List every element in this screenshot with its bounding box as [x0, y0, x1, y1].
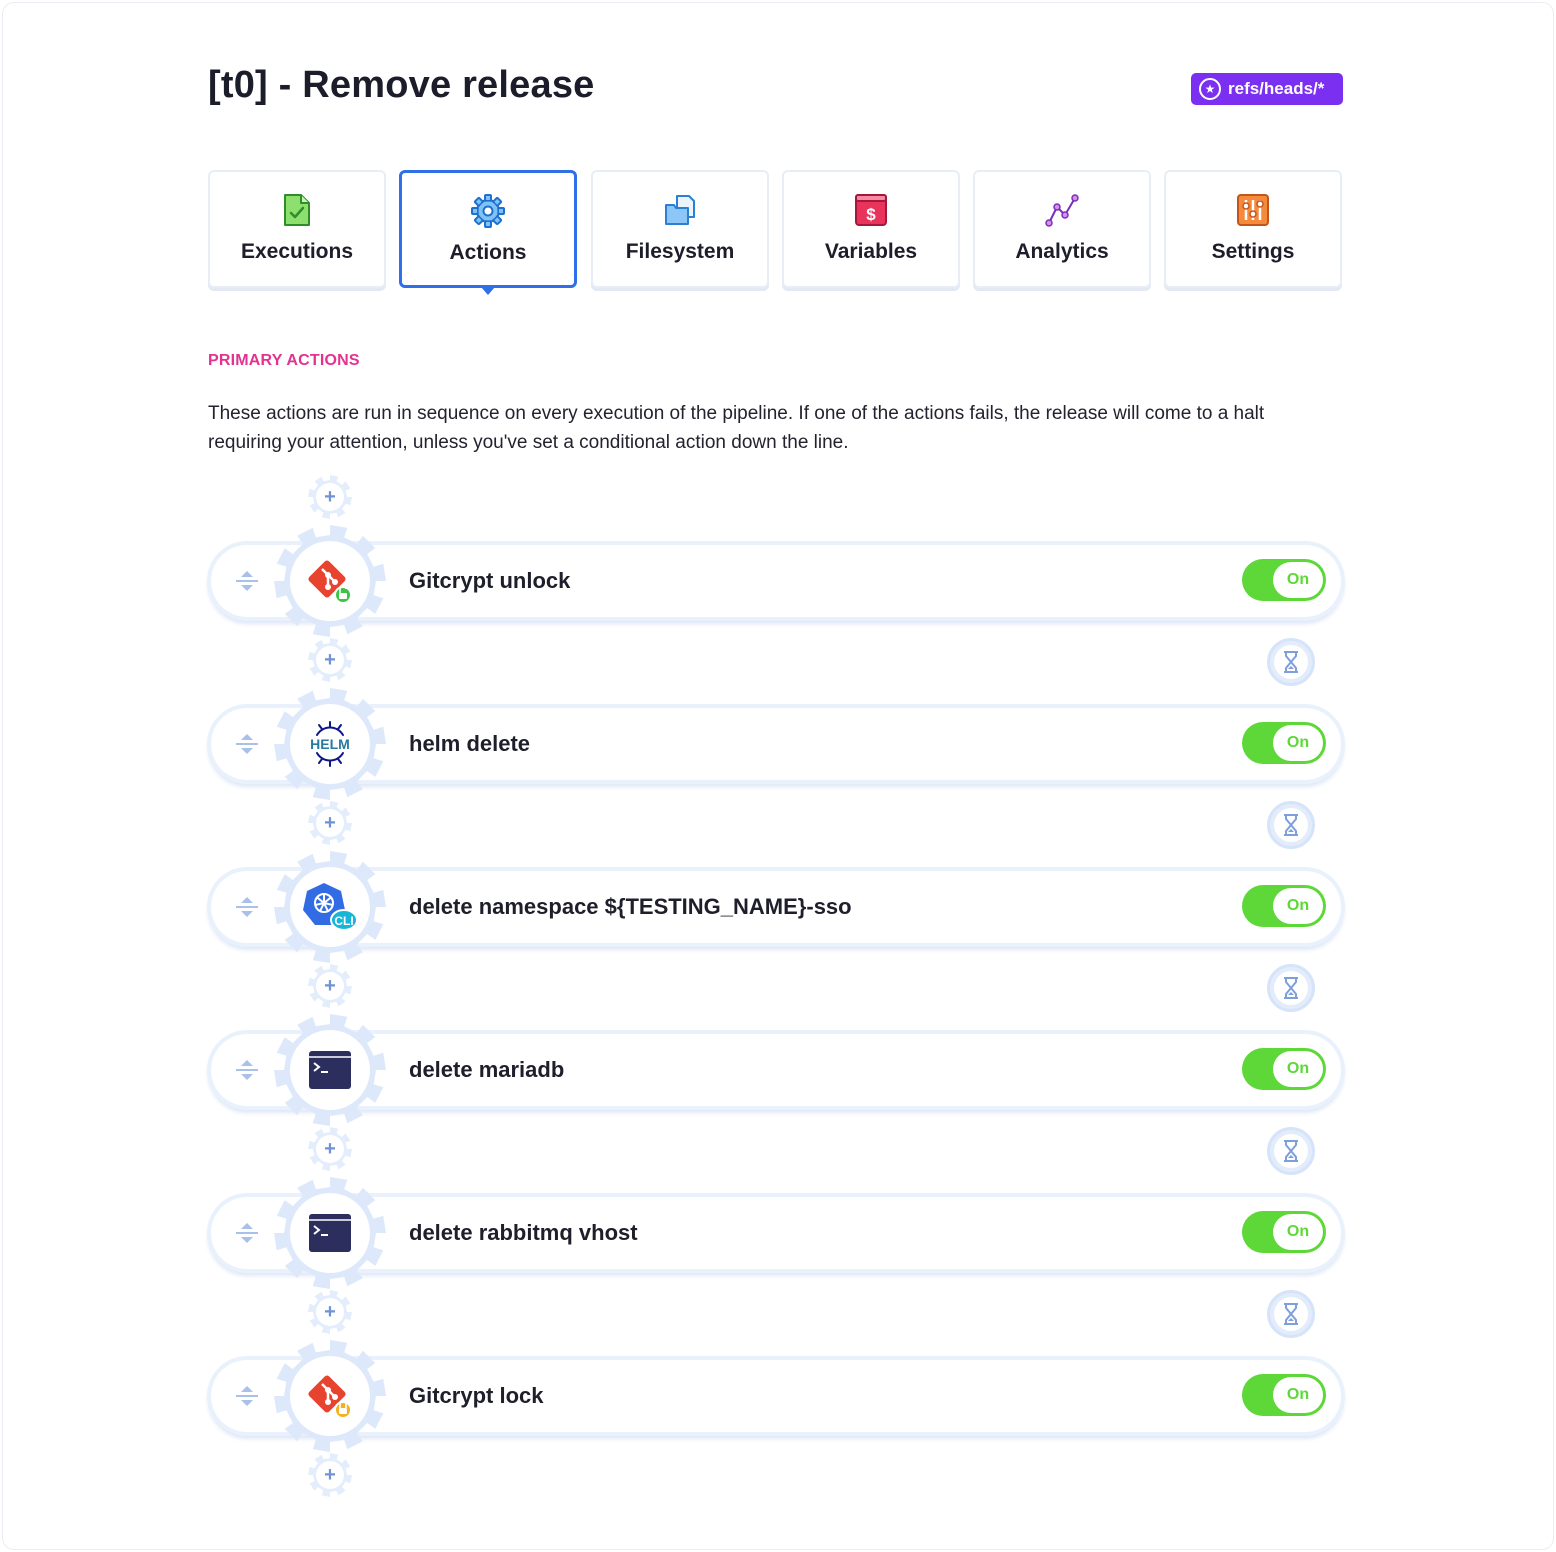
svg-text:CLI: CLI — [334, 914, 353, 928]
drag-handle-icon[interactable] — [233, 730, 261, 758]
page-title: [t0] - Remove release — [208, 64, 595, 106]
add-delay-button[interactable] — [1267, 638, 1315, 686]
action-icon-node[interactable]: CLI — [274, 851, 386, 963]
plus-icon: + — [324, 1138, 336, 1160]
drag-handle-icon[interactable] — [233, 893, 261, 921]
tab-filesystem[interactable]: Filesystem — [591, 170, 769, 288]
ref-badge-label: refs/heads/* — [1228, 79, 1325, 98]
git-lock-icon — [290, 1356, 370, 1436]
action-row[interactable]: helm delete On — [211, 708, 1341, 780]
add-delay-button[interactable] — [1267, 964, 1315, 1012]
action-icon-node[interactable]: HELM — [274, 688, 386, 800]
plus-icon: + — [324, 812, 336, 834]
plus-icon: + — [324, 1464, 336, 1486]
action-name[interactable]: delete rabbitmq vhost — [409, 1220, 638, 1245]
action-name[interactable]: Gitcrypt unlock — [409, 568, 571, 593]
tab-label: Actions — [449, 241, 527, 264]
hourglass-icon — [1274, 645, 1308, 679]
action-name[interactable]: delete namespace ${TESTING_NAME}-sso — [409, 894, 852, 919]
terminal-icon — [290, 1193, 370, 1273]
executions-file-check-icon — [280, 192, 314, 228]
action-name[interactable]: delete mariadb — [409, 1057, 565, 1082]
add-action-button[interactable]: + — [308, 1453, 352, 1497]
tab-executions[interactable]: Executions — [208, 170, 386, 288]
action-row[interactable]: Gitcrypt unlock On — [211, 545, 1341, 617]
ref-badge[interactable]: ★ refs/heads/* — [1191, 73, 1343, 105]
tab-analytics[interactable]: Analytics — [973, 170, 1151, 288]
drag-handle-icon[interactable] — [233, 1056, 261, 1084]
action-toggle[interactable]: On — [1242, 1374, 1326, 1416]
action-row[interactable]: delete namespace ${TESTING_NAME}-sso On — [211, 871, 1341, 943]
plus-icon: + — [324, 649, 336, 671]
tab-label: Executions — [240, 240, 354, 263]
dollar-sign: $ — [866, 205, 876, 224]
drag-handle-icon[interactable] — [233, 1219, 261, 1247]
action-toggle[interactable]: On — [1242, 722, 1326, 764]
toggle-label: On — [1273, 562, 1323, 598]
add-action-button[interactable]: + — [308, 964, 352, 1008]
action-row[interactable]: delete rabbitmq vhost On — [211, 1197, 1341, 1269]
plus-icon: + — [324, 975, 336, 997]
toggle-label: On — [1273, 888, 1323, 924]
git-unlock-icon — [290, 541, 370, 621]
drag-handle-icon[interactable] — [233, 567, 261, 595]
add-delay-button[interactable] — [1267, 1127, 1315, 1175]
plus-icon: + — [324, 1301, 336, 1323]
drag-handle-icon[interactable] — [233, 1382, 261, 1410]
hourglass-icon — [1274, 971, 1308, 1005]
action-icon-node[interactable] — [274, 1340, 386, 1452]
action-toggle[interactable]: On — [1242, 559, 1326, 601]
helm-icon: HELM — [290, 704, 370, 784]
filesystem-folder-icon — [663, 192, 697, 228]
plus-icon: + — [324, 486, 336, 508]
svg-text:HELM: HELM — [310, 736, 350, 752]
toggle-label: On — [1273, 1051, 1323, 1087]
tab-variables[interactable]: $ Variables — [782, 170, 960, 288]
kubernetes-cli-icon: CLI — [290, 867, 370, 947]
action-icon-node[interactable] — [274, 525, 386, 637]
section-label: PRIMARY ACTIONS — [208, 352, 360, 369]
action-toggle[interactable]: On — [1242, 885, 1326, 927]
action-name[interactable]: Gitcrypt lock — [409, 1383, 544, 1408]
variables-dollar-icon: $ — [854, 192, 888, 228]
tab-label: Analytics — [1015, 240, 1109, 263]
action-row[interactable]: Gitcrypt lock On — [211, 1360, 1341, 1432]
star-icon: ★ — [1199, 78, 1221, 100]
action-toggle[interactable]: On — [1242, 1211, 1326, 1253]
add-action-button[interactable]: + — [308, 475, 352, 519]
hourglass-icon — [1274, 808, 1308, 842]
add-delay-button[interactable] — [1267, 1290, 1315, 1338]
tab-settings[interactable]: Settings — [1164, 170, 1342, 288]
action-icon-node[interactable] — [274, 1014, 386, 1126]
toggle-label: On — [1273, 1377, 1323, 1413]
action-icon-node[interactable] — [274, 1177, 386, 1289]
action-row[interactable]: delete mariadb On — [211, 1034, 1341, 1106]
tab-actions[interactable]: Actions — [399, 170, 577, 295]
tab-label: Variables — [824, 240, 918, 263]
action-toggle[interactable]: On — [1242, 1048, 1326, 1090]
analytics-line-icon — [1045, 192, 1079, 228]
add-action-button[interactable]: + — [308, 1290, 352, 1334]
tab-bar: Executions — [208, 170, 1344, 295]
add-action-button[interactable]: + — [308, 1127, 352, 1171]
hourglass-icon — [1274, 1297, 1308, 1331]
tab-label: Filesystem — [625, 240, 735, 263]
tab-label: Settings — [1211, 240, 1295, 263]
toggle-label: On — [1273, 725, 1323, 761]
add-action-button[interactable]: + — [308, 638, 352, 682]
actions-gear-icon — [471, 193, 505, 229]
terminal-icon — [290, 1030, 370, 1110]
action-name[interactable]: helm delete — [409, 731, 531, 756]
section-description: These actions are run in sequence on eve… — [208, 403, 1265, 453]
toggle-label: On — [1273, 1214, 1323, 1250]
settings-sliders-icon — [1236, 192, 1270, 228]
add-action-button[interactable]: + — [308, 801, 352, 845]
add-delay-button[interactable] — [1267, 801, 1315, 849]
hourglass-icon — [1274, 1134, 1308, 1168]
